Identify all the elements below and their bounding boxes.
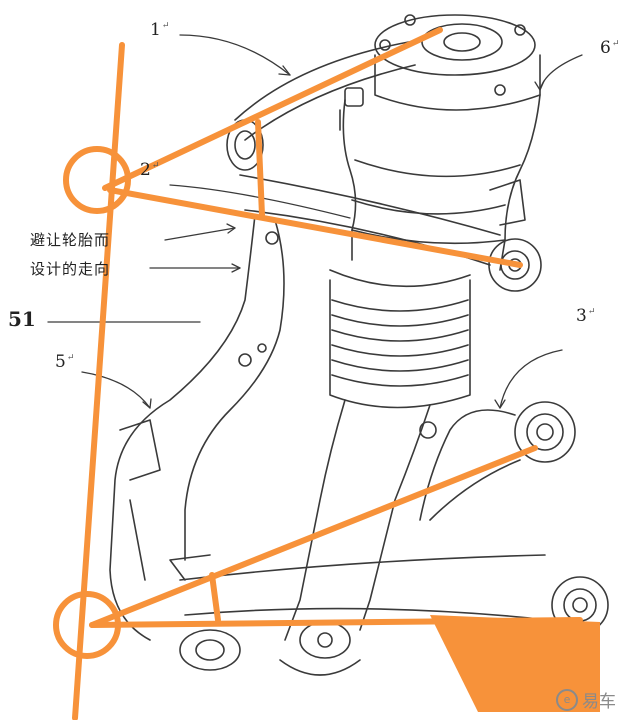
label-part-5: 5↵ xyxy=(55,352,75,372)
leader-lines xyxy=(47,34,583,409)
watermark-text: 易车 xyxy=(582,692,616,712)
label-part-2: 2↵ xyxy=(140,160,160,180)
upper-arm-front-line xyxy=(102,27,443,191)
label-part-3: 3↵ xyxy=(576,306,596,326)
upper-arm-rear-line xyxy=(107,187,523,268)
label-dimension-51: 51 xyxy=(8,307,36,331)
label-part-6: 6↵ xyxy=(600,38,620,58)
knuckle xyxy=(109,214,285,671)
watermark: e 易车 xyxy=(556,687,616,712)
lower-arm-brace-line xyxy=(209,572,221,623)
lower-rear-arm xyxy=(169,554,609,676)
orange-wedge xyxy=(430,615,600,712)
line-drawing xyxy=(47,14,609,676)
upper-arm xyxy=(226,39,542,292)
upper-arm-brace-line xyxy=(255,119,265,218)
yiche-logo-icon: e xyxy=(556,688,578,711)
orange-overlay xyxy=(53,27,583,720)
lower-arm-front-line xyxy=(89,445,538,628)
air-spring xyxy=(284,87,541,659)
annotation-line-1: 避让轮胎而 xyxy=(30,231,111,249)
label-part-1: 1↵ xyxy=(150,20,170,40)
top-mount xyxy=(374,14,541,111)
annotation-line-2: 设计的走向 xyxy=(30,260,111,278)
